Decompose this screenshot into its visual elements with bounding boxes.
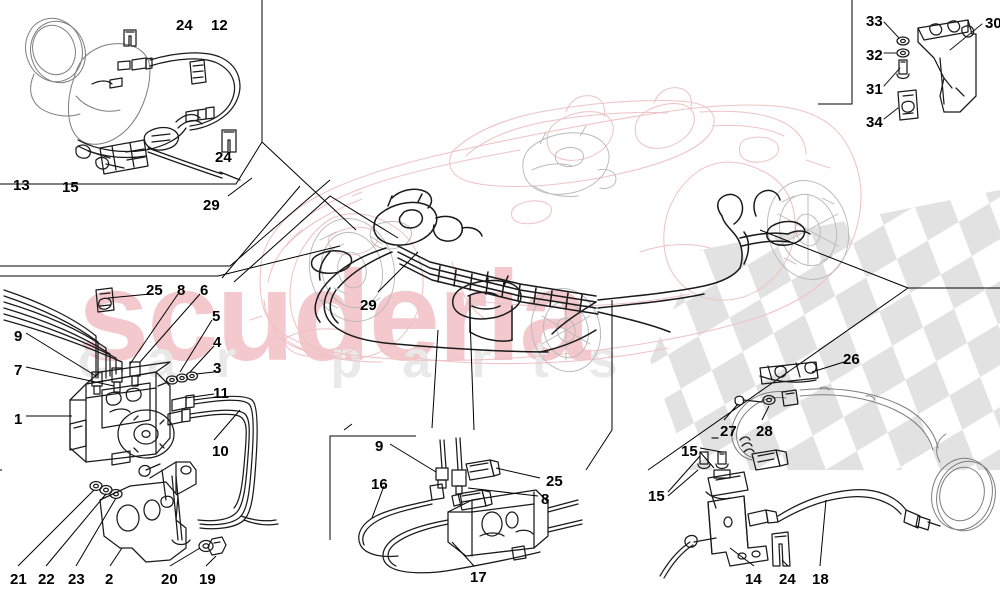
callout-8: 8 <box>541 491 550 508</box>
callout-24: 24 <box>779 571 796 588</box>
callout-16: 16 <box>371 476 388 493</box>
callout-5: 5 <box>212 308 221 325</box>
callout-20: 20 <box>161 571 178 588</box>
callout-6: 6 <box>200 282 209 299</box>
callout-3: 3 <box>213 360 222 377</box>
callout-23: 23 <box>68 571 85 588</box>
callout-24: 24 <box>176 17 193 34</box>
callout-26: 26 <box>843 351 860 368</box>
callout-33: 33 <box>866 13 883 30</box>
callout-24: 24 <box>215 149 232 166</box>
callout-15: 15 <box>62 179 79 196</box>
callout-19: 19 <box>199 571 216 588</box>
callout-10: 10 <box>212 443 229 460</box>
callout-14: 14 <box>745 571 762 588</box>
callout-21: 21 <box>10 571 27 588</box>
callout-28: 28 <box>756 423 773 440</box>
callout-27: 27 <box>720 423 737 440</box>
callout-8: 8 <box>177 282 186 299</box>
callout-29: 29 <box>203 197 220 214</box>
callout-13: 13 <box>13 177 30 194</box>
callout-30: 30 <box>985 15 1000 32</box>
callout-12: 12 <box>211 17 228 34</box>
callout-29: 29 <box>360 297 377 314</box>
callout-7: 7 <box>14 362 23 379</box>
callout-9: 9 <box>14 328 23 345</box>
callout-32: 32 <box>866 47 883 64</box>
callout-2: 2 <box>105 571 114 588</box>
callout-15: 15 <box>648 488 665 505</box>
callout-34: 34 <box>866 114 883 131</box>
callout-9: 9 <box>375 438 384 455</box>
callout-22: 22 <box>38 571 55 588</box>
callout-11: 11 <box>213 385 229 402</box>
callout-1: 1 <box>14 411 23 428</box>
callout-25: 25 <box>146 282 163 299</box>
callout-4: 4 <box>213 334 222 351</box>
callout-31: 31 <box>866 81 883 98</box>
watermark-scuderia: scuderia <box>78 245 590 388</box>
callout-15: 15 <box>681 443 698 460</box>
callout-17: 17 <box>470 569 487 586</box>
callout-18: 18 <box>812 571 829 588</box>
callout-25: 25 <box>546 473 563 490</box>
